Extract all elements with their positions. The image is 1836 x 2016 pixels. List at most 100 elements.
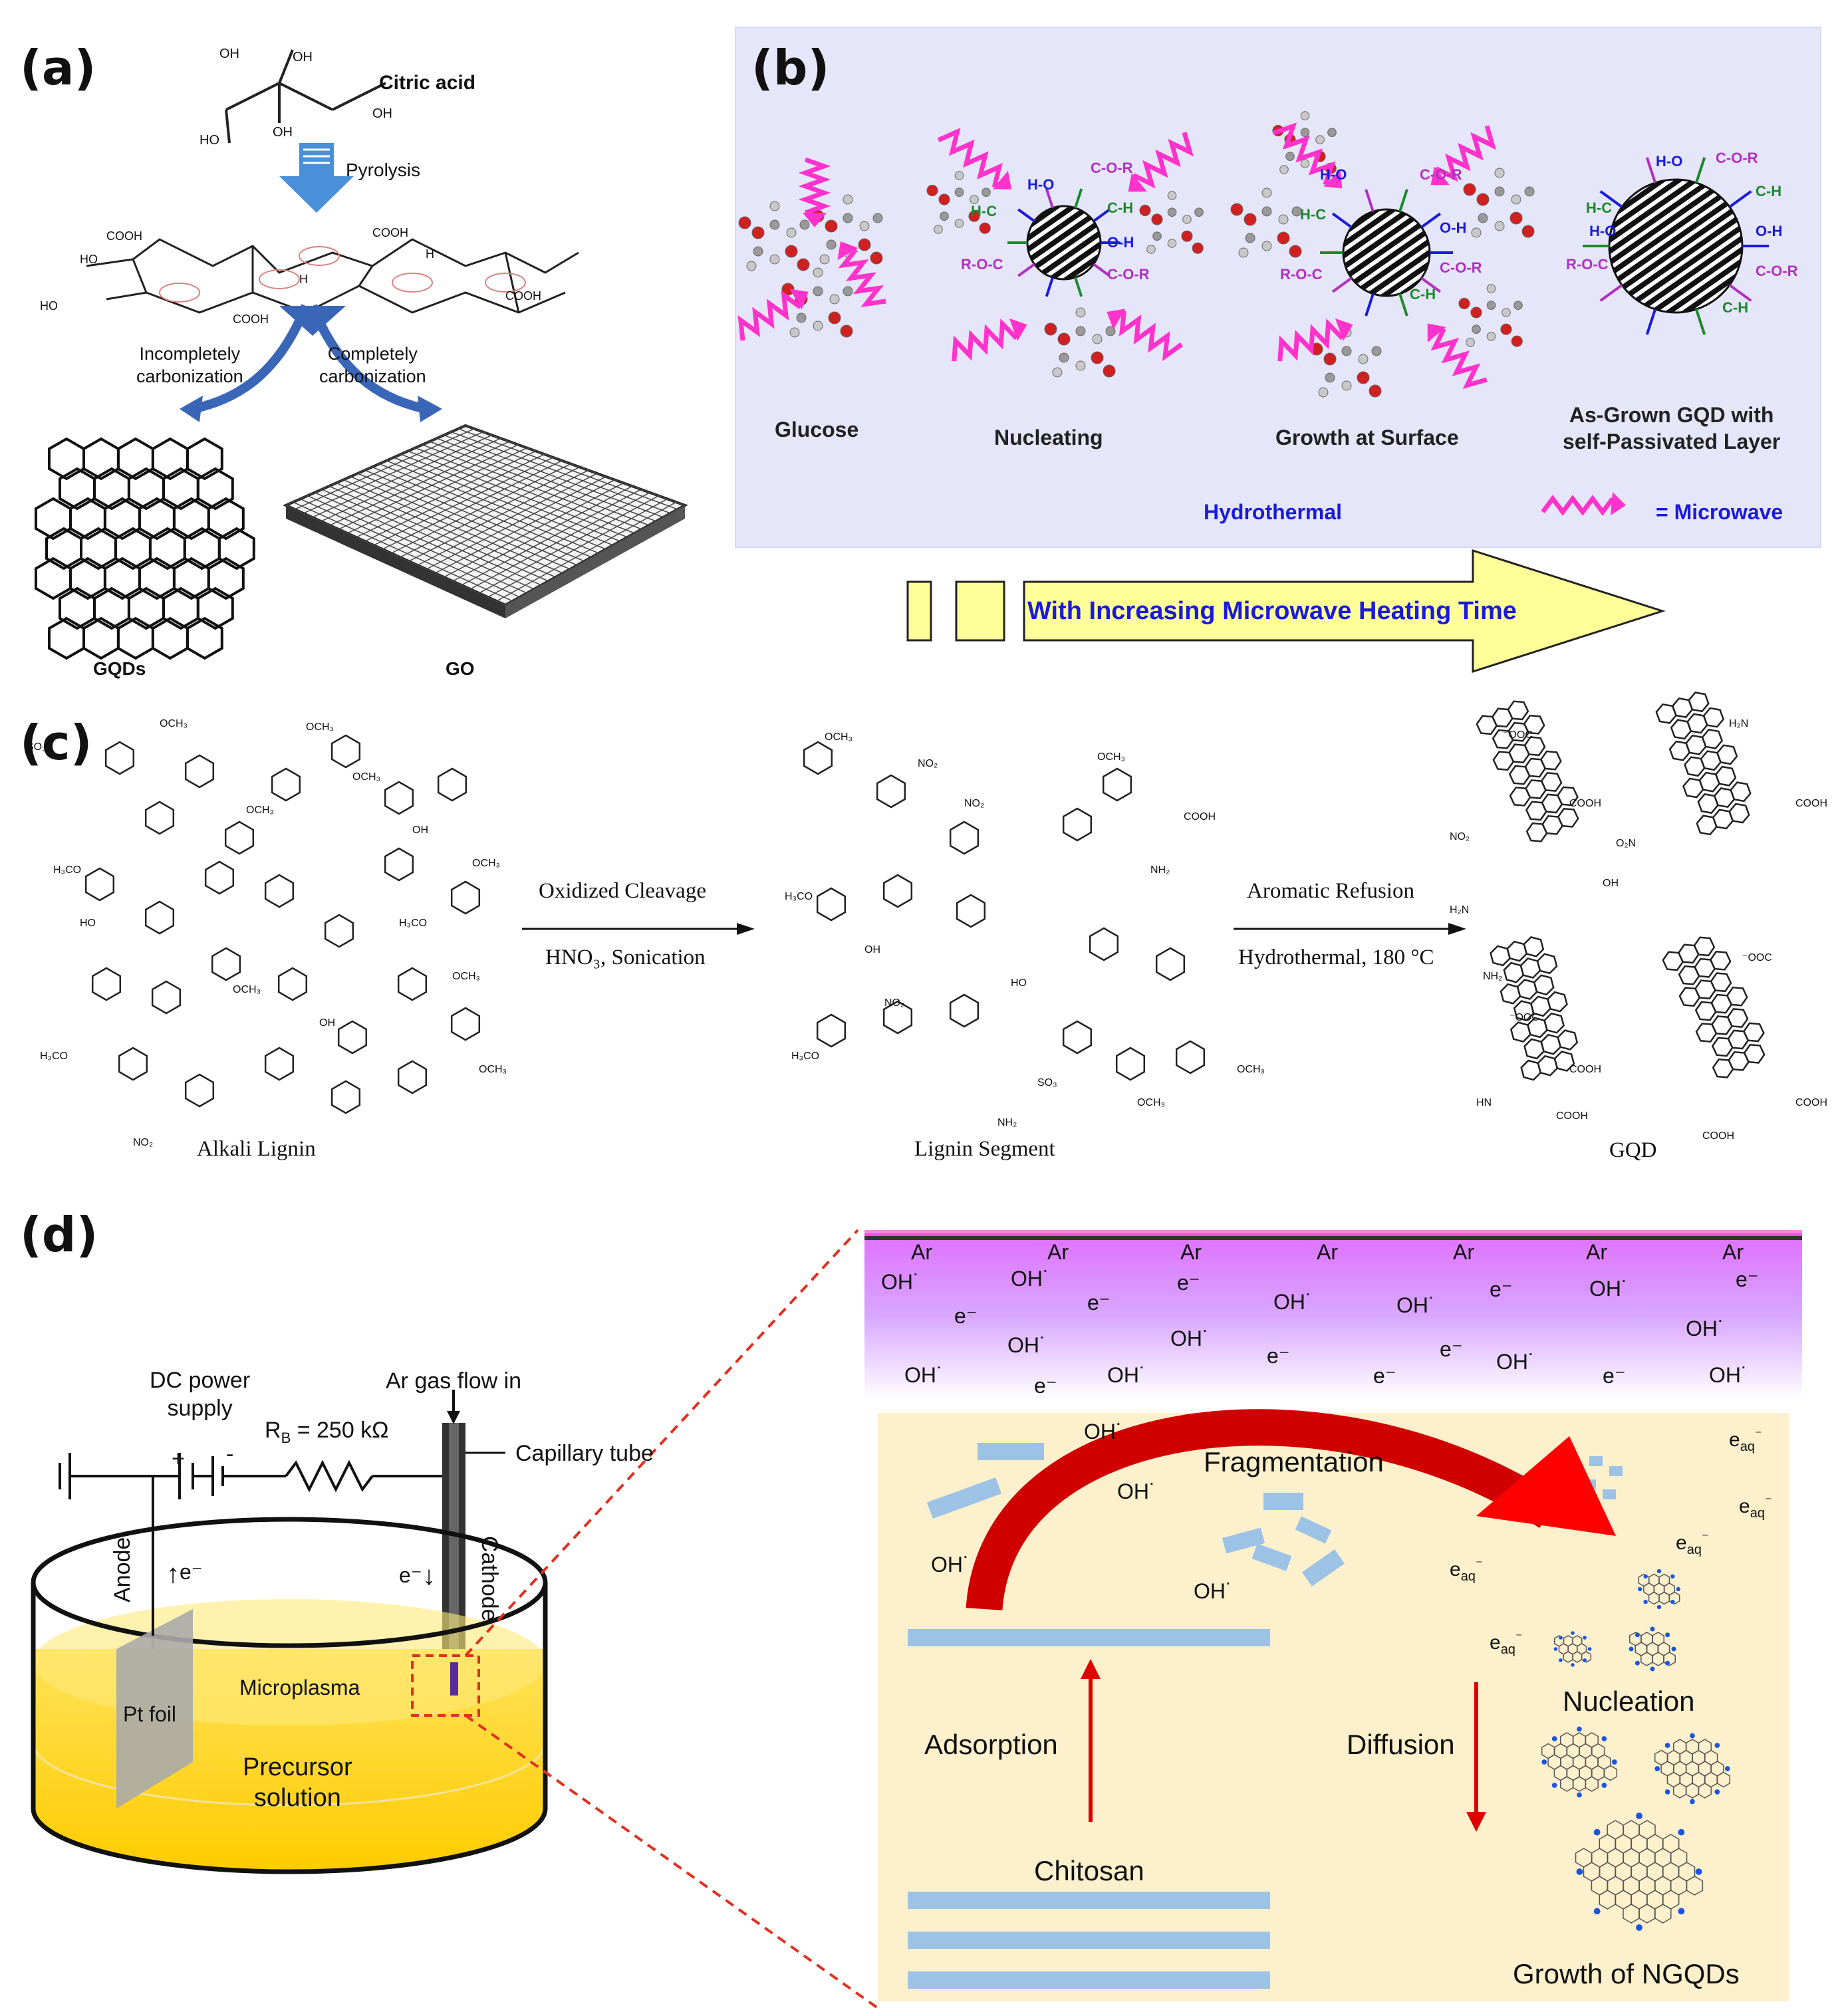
aromatic-ring: [450, 1007, 481, 1041]
aromatic-ring: [882, 1000, 913, 1035]
microwave-icon: [937, 128, 1012, 189]
ar-gas-label: Ar gas flow in: [386, 1368, 522, 1394]
chem-group-label: OCH₃: [1097, 751, 1126, 763]
aromatic-ring: [104, 741, 135, 775]
gqd-hexagon: [207, 497, 245, 541]
plasma-e-minus: e⁻: [1490, 1277, 1513, 1301]
grp-ch-1: C-H: [1107, 199, 1134, 216]
panel-d-label: (d): [20, 1207, 98, 1263]
glucose-molecule: [1044, 307, 1116, 378]
plasma-ar: Ar: [911, 1240, 932, 1264]
glucose-molecule: [1310, 327, 1382, 398]
chem-group-label: COOH: [1556, 1110, 1588, 1122]
plasma-oh-rad: OH˙: [1686, 1317, 1725, 1340]
aromatic-ring: [949, 820, 980, 855]
aromatic-ring: [816, 887, 847, 922]
electron-cathode: e⁻: [399, 1563, 422, 1587]
adsorption-label: Adsorption: [924, 1729, 1058, 1760]
stage-nucleating: Nucleating: [994, 426, 1103, 449]
plasma-e-minus: e⁻: [1373, 1364, 1396, 1388]
chem-group-label: H₃CO: [785, 891, 813, 902]
pyrolysis-arrow: [279, 143, 354, 213]
aromatic-ring: [144, 900, 175, 935]
gqd-flake: [1662, 936, 1766, 1078]
go-label: GO: [446, 658, 475, 679]
aromatic-ring: [397, 1060, 428, 1094]
chem-group-label: OH: [1603, 878, 1619, 889]
pt-foil: [116, 1609, 193, 1809]
gqd-flake: [1655, 692, 1752, 836]
pyrolysis-label: Pyrolysis: [346, 160, 421, 180]
microplasma: [450, 1662, 458, 1696]
plasma-oh-rad: OH˙: [1007, 1333, 1047, 1357]
ngqd-particle: [1553, 1631, 1592, 1667]
plasma-e-minus: e⁻: [1034, 1374, 1057, 1398]
grp-roc-3: R-O-C: [1566, 256, 1609, 273]
aromatic-ring: [816, 1013, 847, 1048]
chem-group-label: NO₂: [1450, 831, 1470, 842]
electron-down-arrow: ↓: [422, 1561, 436, 1590]
aromatic-ring: [91, 967, 122, 1001]
aromatic-ring: [224, 820, 255, 855]
citric-oh-2: OH: [372, 106, 392, 121]
gqd-hexagon: [196, 586, 234, 630]
gqd-hexagon: [196, 467, 234, 511]
aromatic-ring: [271, 767, 301, 802]
ngqd-particle: [1638, 1569, 1680, 1610]
fragments: [926, 1443, 1623, 1586]
aromatic-ring: [330, 1080, 361, 1114]
solvated-electron: eaq⁻: [1490, 1630, 1523, 1657]
chem-group-label: NH₂: [1150, 864, 1170, 876]
microwave-icon: [952, 318, 1027, 362]
stage-growth: Growth at Surface: [1275, 426, 1459, 449]
grp-ho-1: H-O: [1027, 176, 1055, 193]
microwave-icon: [1277, 318, 1353, 362]
chitosan-label: Chitosan: [1034, 1855, 1144, 1886]
chem-group-label: NO₂: [884, 997, 905, 1009]
ngqd-particle: [1541, 1726, 1618, 1798]
panel-b-label: (b): [751, 40, 830, 96]
chem-group-label: OCH₃: [233, 984, 261, 995]
aromatic-ring: [118, 1047, 148, 1081]
aromatic-ring: [384, 781, 414, 815]
microwave-icon: [1430, 125, 1496, 186]
plasma-e-minus: e⁻: [1177, 1271, 1200, 1295]
grp-oh-1: O-H: [1107, 234, 1134, 251]
heating-time-arrow: [906, 549, 1666, 674]
microplasma-label: Microplasma: [239, 1676, 360, 1700]
aromatic-ring: [204, 860, 235, 895]
grp-roc-1: R-O-C: [961, 256, 1003, 273]
solvated-electron: eaq⁻: [1729, 1428, 1762, 1454]
fragmentation-arrow: [966, 1409, 1559, 1611]
grp-cor-6: C-O-R: [1756, 263, 1798, 279]
chain-ho-2: HO: [40, 299, 58, 313]
aromatic-refusion: Aromatic Refusion: [1247, 879, 1415, 903]
chain-cooh-4: COOH: [505, 289, 541, 303]
chem-group-label: HO: [80, 918, 96, 929]
chem-group-label: COOH: [1569, 1064, 1601, 1075]
hno3-sonication: HNO₃, Sonication: [545, 945, 706, 969]
chem-group-label: ⁻OOC: [1742, 952, 1772, 963]
chem-group-label: OH: [412, 824, 428, 836]
solvated-electron: eaq⁻: [1739, 1494, 1772, 1521]
aromatic-ring: [264, 1047, 295, 1081]
diffusion-label: Diffusion: [1347, 1729, 1455, 1760]
citric-oh-1: OH: [293, 50, 313, 64]
aromatic-ring: [876, 774, 906, 809]
glucose-molecule: [926, 171, 991, 234]
aromatic-ring: [1062, 807, 1093, 842]
aromatic-ring: [397, 967, 428, 1001]
chem-group-label: O₂N: [1616, 838, 1637, 849]
plasma-ar: Ar: [1722, 1240, 1744, 1264]
plasma-oh-rad: OH˙: [904, 1363, 944, 1387]
minus-sign: -: [226, 1442, 234, 1467]
electron-anode: e⁻: [180, 1560, 203, 1584]
grp-ho-3: H-O: [1656, 153, 1683, 170]
microwave-icon: [1427, 323, 1488, 389]
nucleation-label: Nucleation: [1563, 1686, 1695, 1717]
microwave-legend-label: = Microwave: [1656, 500, 1783, 524]
